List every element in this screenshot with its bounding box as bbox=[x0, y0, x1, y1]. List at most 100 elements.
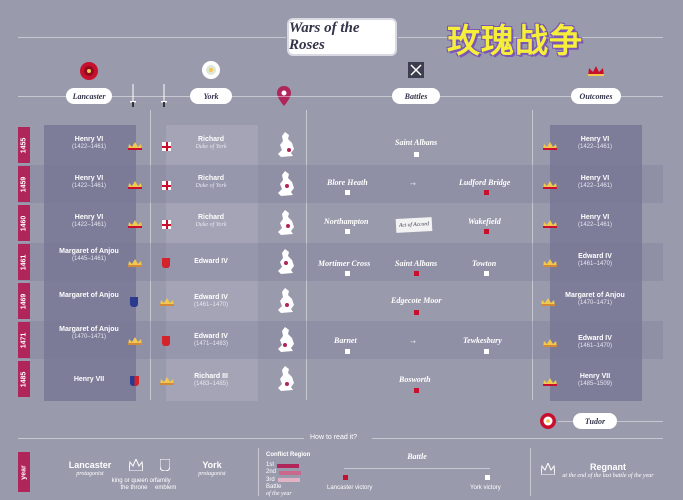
york-cell: Richard III(1483–1485) bbox=[193, 373, 229, 388]
location-pin-icon bbox=[277, 86, 291, 106]
york-victory-marker bbox=[345, 271, 350, 276]
lancaster-cell: Margaret of Anjou(1445–1461) bbox=[59, 248, 119, 263]
battle-label: Northampton bbox=[324, 217, 369, 226]
battle-label: Mortimer Cross bbox=[318, 259, 371, 268]
year-tab: 1460 bbox=[18, 205, 30, 241]
battle-label: Bosworth bbox=[399, 375, 431, 384]
outcome-cell: Henry VII(1485–1509) bbox=[577, 373, 613, 388]
header-lancaster: Lancaster bbox=[66, 88, 112, 104]
crown-icon bbox=[541, 463, 555, 475]
england-map-icon bbox=[278, 171, 294, 196]
year-tab: 1469 bbox=[18, 283, 30, 319]
legend-conflict-region: Conflict Region 1st 2nd 3rd Battle of th… bbox=[266, 452, 311, 497]
crown-icon bbox=[128, 337, 142, 345]
crown-icon bbox=[128, 220, 142, 228]
crown-icon bbox=[160, 377, 174, 385]
tudor-rose-icon bbox=[540, 413, 556, 429]
england-map-icon bbox=[278, 132, 294, 157]
outcomes-panel bbox=[550, 125, 642, 401]
battle-label: Towton bbox=[472, 259, 497, 268]
crown-icon bbox=[543, 181, 557, 189]
york-shield-icon bbox=[162, 336, 170, 346]
st-george-flag-icon bbox=[162, 142, 171, 151]
legend-lancaster-victory: Lancaster victory bbox=[327, 485, 373, 491]
st-george-flag-icon bbox=[162, 181, 171, 190]
crown-icon bbox=[543, 142, 557, 150]
battle-label: Barnet bbox=[334, 336, 357, 345]
battle-label: Saint Albans bbox=[395, 259, 438, 268]
outcome-cell: Margaret of Anjou(1470–1471) bbox=[565, 292, 625, 307]
battle-label: Edgecote Moor bbox=[391, 296, 442, 305]
outcome-cell: Edward IV(1461–1470) bbox=[577, 335, 613, 350]
crown-icon bbox=[543, 339, 557, 347]
red-rose-icon bbox=[80, 62, 98, 80]
crown-icon bbox=[541, 298, 555, 306]
outcome-cell: Henry VI(1422–1461) bbox=[577, 136, 613, 151]
emblem-icon bbox=[160, 459, 170, 471]
york-victory-marker bbox=[484, 271, 489, 276]
legend-battle: Battle bbox=[407, 452, 427, 461]
lancaster-victory-marker bbox=[484, 190, 489, 195]
crown-icon bbox=[128, 259, 142, 267]
battle-label: Saint Albans bbox=[395, 138, 438, 147]
legend-lancaster: Lancaster protagonist bbox=[68, 460, 112, 477]
chinese-title: 玫瑰战争 bbox=[447, 21, 583, 60]
white-rose-icon bbox=[202, 61, 220, 79]
legend-york-victory: York victory bbox=[470, 485, 501, 491]
lancaster-victory-marker bbox=[414, 271, 419, 276]
lancaster-cell: Margaret of Anjou(1470–1471) bbox=[59, 326, 119, 341]
act-of-accord-scroll: Act of Accord bbox=[395, 217, 433, 233]
outcome-cell: Edward IV(1461–1470) bbox=[577, 253, 613, 268]
england-map-icon bbox=[278, 366, 294, 391]
york-cell: Edward IV bbox=[194, 258, 228, 265]
header-battles: Battles bbox=[392, 88, 440, 104]
battle-label: Blore Heath bbox=[327, 178, 368, 187]
arrow-icon: → bbox=[410, 180, 416, 188]
battle-label: Ludford Bridge bbox=[459, 178, 511, 187]
legend-title: How to read it? bbox=[310, 434, 358, 441]
crossed-swords-icon bbox=[408, 62, 424, 78]
england-map-icon bbox=[278, 210, 294, 235]
york-victory-marker bbox=[345, 349, 350, 354]
legend-york: York protagonist bbox=[198, 460, 226, 477]
england-map-icon bbox=[278, 327, 294, 352]
legend-family-emblem: family emblem bbox=[155, 478, 177, 492]
year-tab: 1459 bbox=[18, 166, 30, 202]
crown-icon bbox=[543, 220, 557, 228]
outcome-cell: Henry VI(1422–1461) bbox=[577, 214, 613, 229]
york-shield-icon bbox=[162, 258, 170, 268]
crown-icon bbox=[128, 181, 142, 189]
england-map-icon bbox=[278, 249, 294, 274]
battle-label: Wakefield bbox=[468, 217, 501, 226]
york-victory-marker bbox=[414, 152, 419, 157]
outcome-cell: Henry VI(1422–1461) bbox=[577, 175, 613, 190]
crown-icon bbox=[543, 378, 557, 386]
lancaster-cell: Henry VI(1422–1461) bbox=[71, 175, 107, 190]
lancaster-cell: Henry VII bbox=[73, 376, 105, 383]
tudor-tag: Tudor bbox=[573, 413, 617, 429]
york-cell: Edward IV(1471–1483) bbox=[193, 333, 229, 348]
england-map-icon bbox=[278, 288, 294, 313]
legend-year-tab: year bbox=[18, 452, 30, 492]
title-badge: Wars of the Roses bbox=[287, 18, 397, 56]
lancaster-victory-marker bbox=[484, 229, 489, 234]
york-cell: Edward IV(1461–1470) bbox=[193, 294, 229, 309]
arrow-icon: → bbox=[410, 338, 416, 346]
lancaster-cell: Henry VI(1422–1461) bbox=[71, 214, 107, 229]
battle-label: Tewkesbury bbox=[463, 336, 502, 345]
lancaster-victory-marker bbox=[343, 475, 348, 480]
crown-icon bbox=[128, 142, 142, 150]
legend-king-queen: king or queen on the throne bbox=[111, 478, 157, 492]
lancaster-cell: Margaret of Anjou bbox=[59, 292, 119, 299]
header-outcomes: Outcomes bbox=[571, 88, 621, 104]
tudor-shield-icon bbox=[130, 376, 139, 386]
crown-icon bbox=[543, 259, 557, 267]
lancaster-cell: Henry VI(1422–1461) bbox=[71, 136, 107, 151]
crown-icon bbox=[160, 298, 174, 306]
lancaster-shield-icon bbox=[130, 297, 138, 307]
st-george-flag-icon bbox=[162, 220, 171, 229]
year-tab: 1455 bbox=[18, 127, 30, 163]
sword-icon bbox=[130, 84, 136, 107]
